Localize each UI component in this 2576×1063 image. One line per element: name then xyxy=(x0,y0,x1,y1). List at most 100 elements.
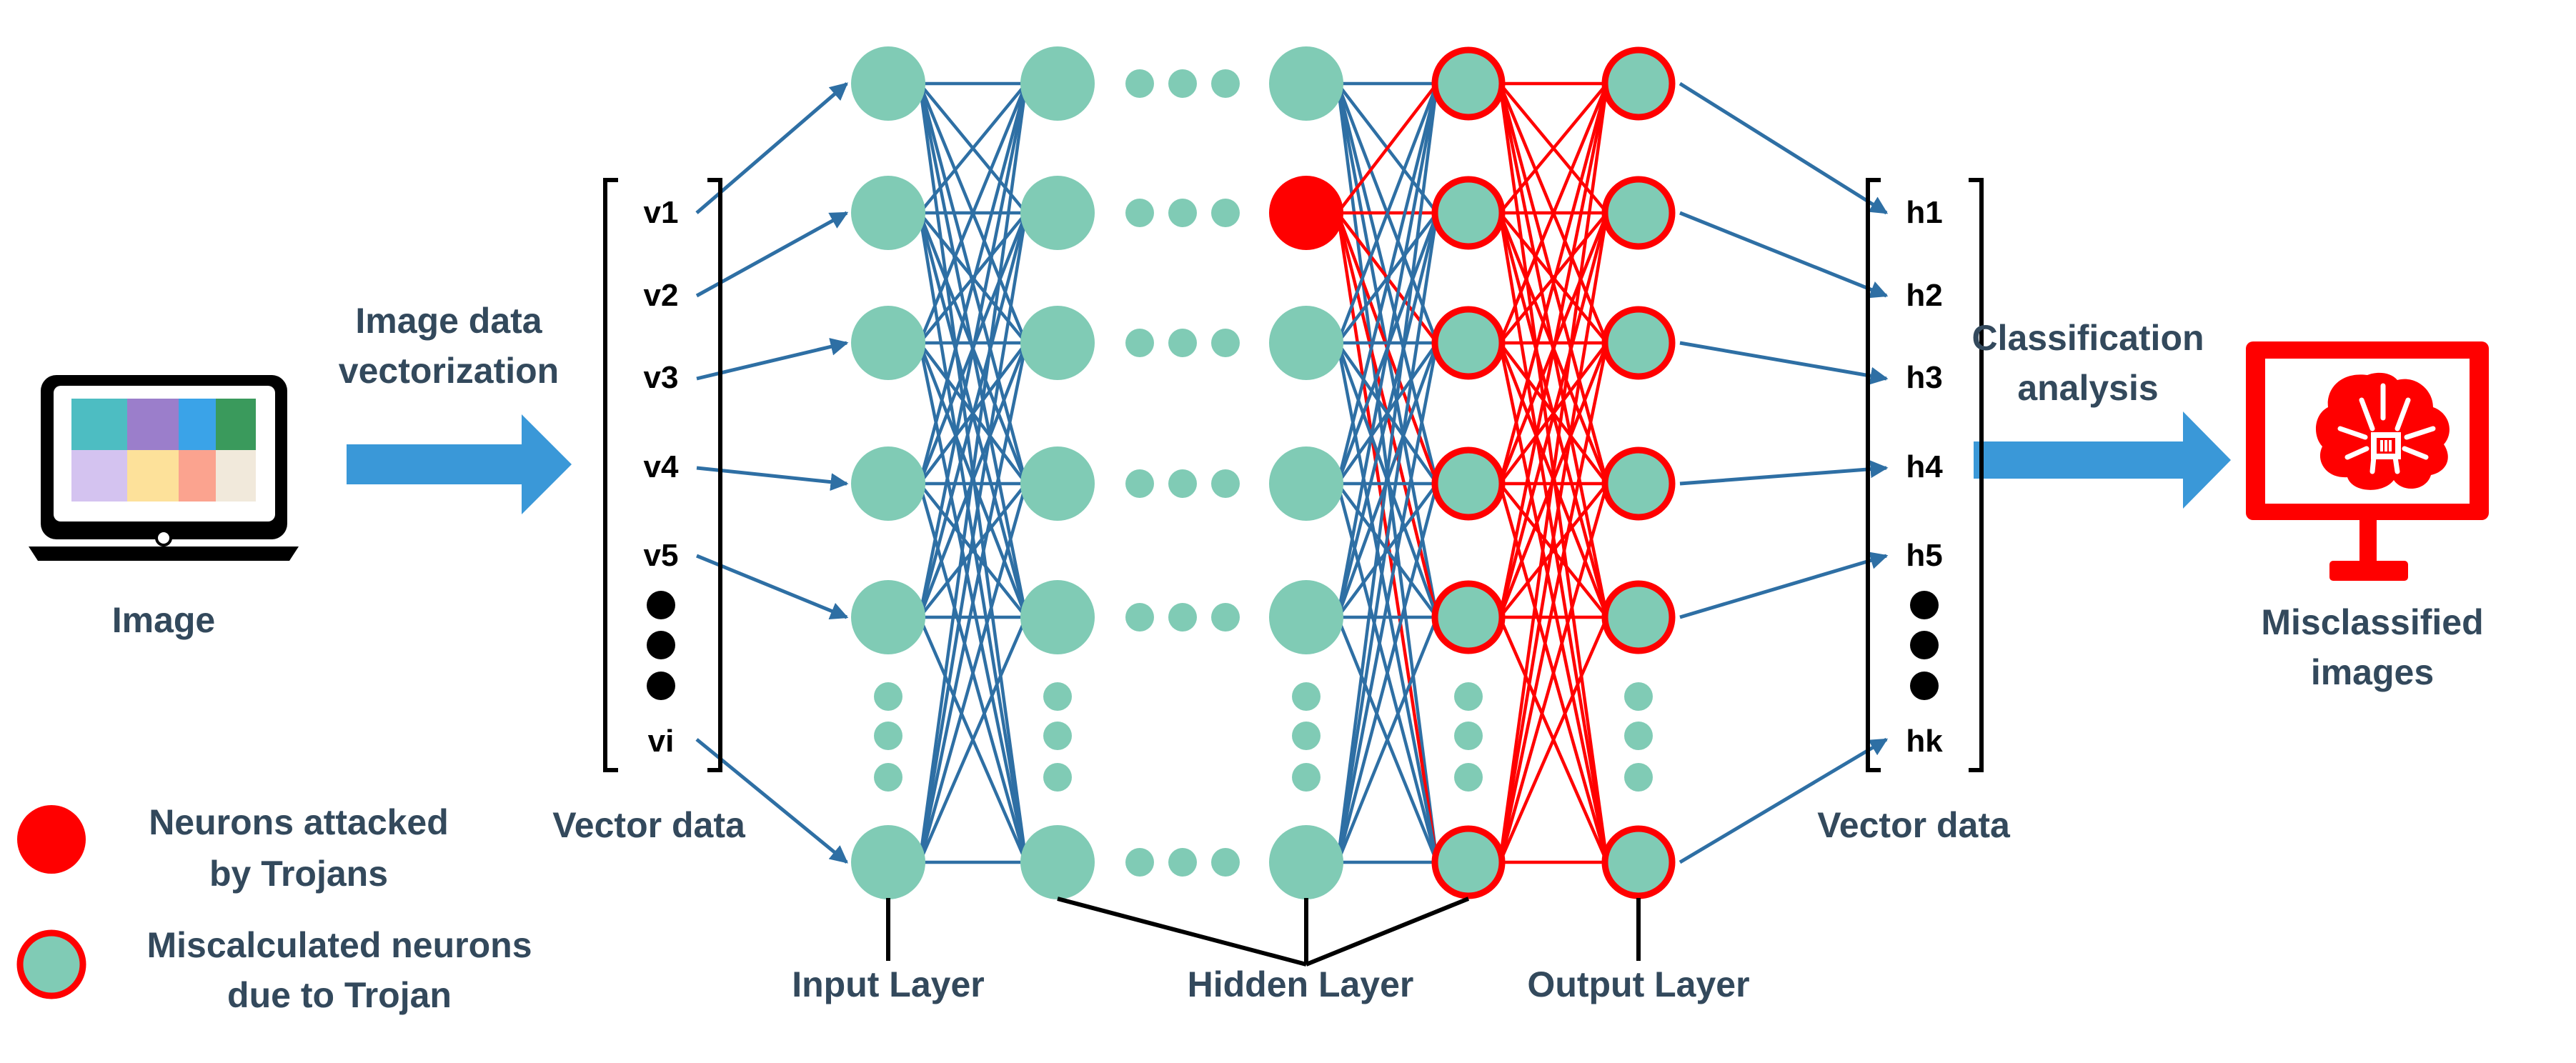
ellipsis-dot xyxy=(874,722,902,750)
misclassified-label-line2: images xyxy=(2311,652,2434,692)
hidden-layer-label: Hidden Layer xyxy=(1188,964,1414,1004)
edge xyxy=(1498,83,1609,344)
neuron xyxy=(851,825,925,899)
neuron xyxy=(1269,580,1343,654)
edge xyxy=(917,83,1028,484)
output-vector-bracket xyxy=(1866,178,1984,772)
vector-label-hk: hk xyxy=(1906,724,1943,759)
ellipsis-dot xyxy=(1211,603,1240,632)
ellipsis-dot xyxy=(1211,199,1240,227)
edge xyxy=(1336,482,1438,619)
vector-label-vi: vi xyxy=(648,724,675,759)
neuron xyxy=(1020,176,1095,250)
edge xyxy=(917,83,1028,618)
edge xyxy=(1336,342,1439,863)
edge xyxy=(1498,212,1609,863)
edge xyxy=(1498,482,1608,619)
input-vector-bracket xyxy=(603,178,722,772)
miscalculated-neuron xyxy=(1431,446,1506,521)
edge xyxy=(1336,83,1439,344)
vector-label-v2: v2 xyxy=(644,278,679,313)
ellipsis-dot xyxy=(1043,763,1072,792)
classification-label-line1: Classification xyxy=(1971,318,2204,358)
image-label: Image xyxy=(112,600,216,640)
neuron xyxy=(1269,306,1343,380)
neuron xyxy=(1020,46,1095,121)
ellipsis-dot xyxy=(1454,763,1483,792)
vector-label-h2: h2 xyxy=(1906,278,1942,313)
edge xyxy=(1498,83,1609,863)
ellipsis-dot xyxy=(1624,722,1653,750)
edge xyxy=(917,212,1028,863)
edge xyxy=(917,617,1028,863)
ellipsis-dot xyxy=(1168,69,1197,98)
neuron xyxy=(1269,446,1343,521)
vector-label-v3: v3 xyxy=(644,360,679,395)
vector-label-h1: h1 xyxy=(1906,195,1942,230)
ellipsis-dot xyxy=(1043,682,1072,711)
neuron xyxy=(851,306,925,380)
neuron xyxy=(1020,446,1095,521)
vector-label-h4: h4 xyxy=(1906,449,1943,484)
edge xyxy=(1336,82,1438,214)
neuron xyxy=(1020,306,1095,380)
neuron xyxy=(1269,825,1343,899)
ellipsis-dot xyxy=(1168,603,1197,632)
ellipsis-dot xyxy=(1168,199,1197,227)
ellipsis-dot xyxy=(1043,722,1072,750)
ellipsis-dot xyxy=(1125,329,1154,357)
miscalculated-neuron xyxy=(1431,825,1506,899)
edge xyxy=(917,483,1028,863)
miscalculated-neuron xyxy=(1431,176,1506,250)
ellipsis-dot xyxy=(1125,69,1154,98)
edge xyxy=(1336,212,1439,618)
edge xyxy=(1498,82,1608,214)
classification-arrow xyxy=(1974,411,2231,509)
miscalculated-neuron xyxy=(1601,306,1676,380)
vector-label-v5: v5 xyxy=(644,538,679,573)
ellipsis-dot xyxy=(874,763,902,792)
legend-miscalc-line1: Miscalculated neurons xyxy=(146,925,532,965)
ellipsis-dot xyxy=(1292,722,1321,750)
ellipsis-dot xyxy=(1454,682,1483,711)
miscalculated-neuron xyxy=(1431,580,1506,654)
output-arrow xyxy=(1679,737,1889,864)
output-layer-label: Output Layer xyxy=(1527,964,1749,1004)
miscalculated-neuron xyxy=(1601,46,1676,121)
edge xyxy=(918,82,1028,214)
ellipsis-dot xyxy=(1211,69,1240,98)
misclassified-label-line1: Misclassified xyxy=(2261,602,2483,642)
ellipsis-dot xyxy=(1125,848,1154,877)
edge xyxy=(917,83,1028,344)
ellipsis-dot xyxy=(1292,682,1321,711)
edge xyxy=(1498,483,1609,863)
output-arrow xyxy=(1679,341,1889,385)
miscalculated-neuron xyxy=(1601,176,1676,250)
output-arrow xyxy=(1679,460,1889,486)
network-edges xyxy=(917,81,1609,864)
output-arrow xyxy=(1679,552,1889,619)
ellipsis-dot xyxy=(1624,763,1653,792)
vector-data-left-label: Vector data xyxy=(552,805,746,845)
brain-icon xyxy=(2315,372,2450,490)
classification-label-line2: analysis xyxy=(2017,368,2158,408)
edge xyxy=(918,482,1028,619)
miscalculated-neuron xyxy=(1601,446,1676,521)
ellipsis-dot xyxy=(1168,848,1197,877)
ellipsis-dot xyxy=(1125,199,1154,227)
layer-label-connectors xyxy=(886,897,1641,967)
edge xyxy=(1498,617,1609,863)
ellipsis-dot xyxy=(1211,469,1240,498)
neuron xyxy=(851,46,925,121)
vector-label-h3: h3 xyxy=(1906,360,1942,395)
laptop-icon xyxy=(29,375,299,561)
input-layer-label: Input Layer xyxy=(792,964,984,1004)
vector-data-right-label: Vector data xyxy=(1817,805,2011,845)
miscalculated-neuron xyxy=(1431,46,1506,121)
neuron xyxy=(1020,580,1095,654)
edge xyxy=(917,212,1028,618)
legend-attacked-neuron xyxy=(17,805,86,874)
output-arrow xyxy=(1679,81,1889,215)
